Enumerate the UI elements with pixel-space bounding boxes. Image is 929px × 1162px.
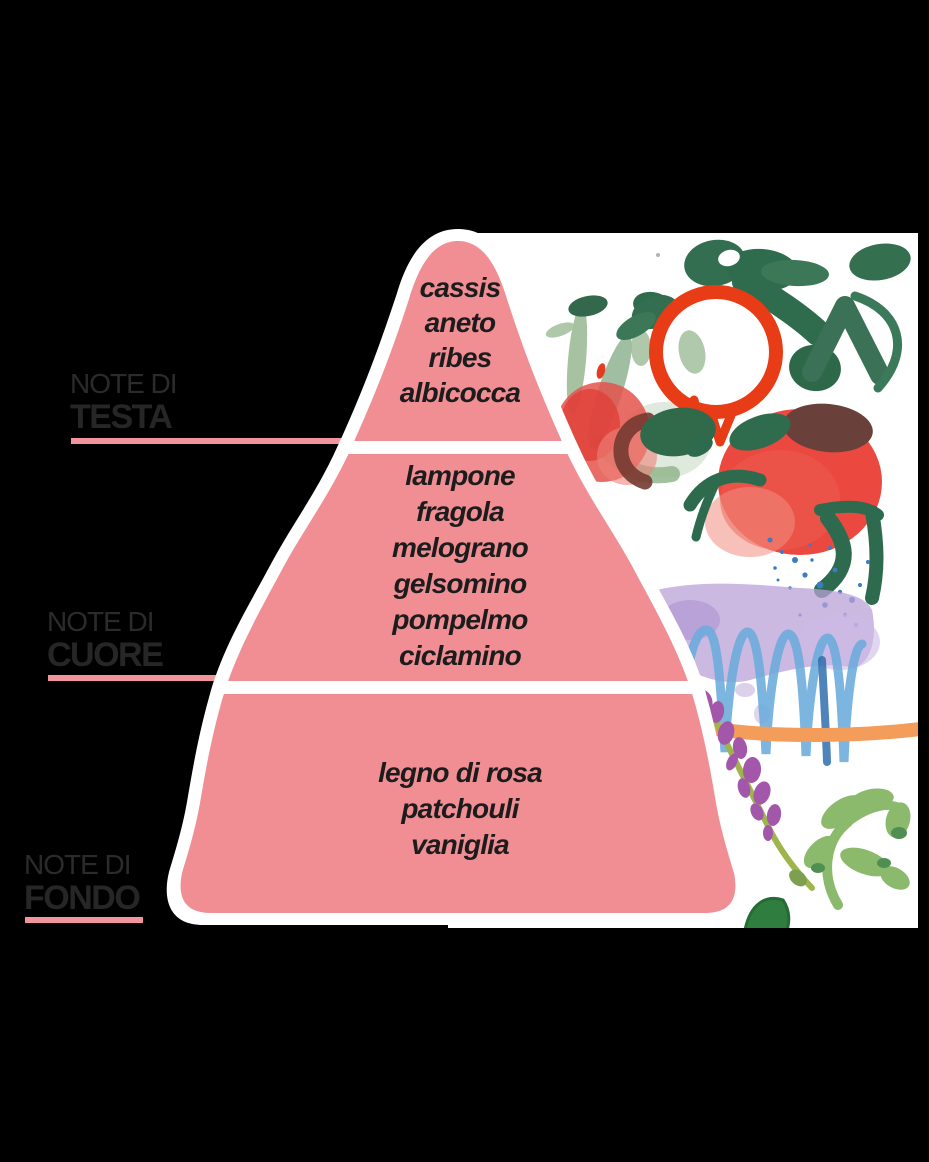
- lavender-sprig: [697, 687, 815, 891]
- note-item: patchouli: [401, 793, 519, 824]
- label-note-di-fondo: NOTE DI FONDO: [24, 849, 141, 917]
- fondo-underline: [25, 917, 143, 923]
- base-notes-list: legno di rosa patchouli vaniglia: [310, 755, 610, 863]
- label-line-cuore: CUORE: [47, 636, 164, 674]
- testa-underline: [71, 438, 355, 444]
- light-green-branch: [803, 788, 911, 910]
- note-item: legno di rosa: [378, 757, 543, 788]
- heart-notes-list: lampone fragola melograno gelsomino pomp…: [310, 458, 610, 674]
- watercolor-illustration: [545, 239, 918, 928]
- label-line-note-di: NOTE DI: [47, 606, 155, 637]
- note-item: vaniglia: [411, 829, 510, 860]
- note-item: gelsomino: [393, 568, 528, 599]
- label-note-di-testa: NOTE DI TESTA: [70, 368, 178, 436]
- note-item: melograno: [392, 532, 529, 563]
- green-calyx-leaves: [683, 437, 884, 605]
- label-line-fondo: FONDO: [24, 879, 141, 917]
- cuore-underline: [48, 675, 235, 681]
- label-line-testa: TESTA: [70, 398, 173, 436]
- note-item: fragola: [416, 496, 505, 527]
- note-item: lampone: [405, 460, 515, 491]
- note-item: cassis: [419, 272, 502, 303]
- note-item: albicocca: [399, 377, 521, 408]
- divider-cuore-fondo: [166, 681, 750, 694]
- note-item: ciclamino: [399, 640, 522, 671]
- pyramid-body: [180, 241, 736, 913]
- label-line-note-di: NOTE DI: [24, 849, 132, 880]
- label-note-di-cuore: NOTE DI CUORE: [47, 606, 164, 674]
- note-item: ribes: [428, 342, 493, 373]
- label-line-note-di: NOTE DI: [70, 368, 178, 399]
- top-notes-list: cassis aneto ribes albicocca: [310, 270, 610, 410]
- orange-stroke: [696, 720, 918, 742]
- red-fruit: [640, 403, 882, 557]
- blue-coil-scribble: [675, 625, 867, 766]
- dark-green-leaf: [743, 897, 791, 928]
- note-item: aneto: [424, 307, 496, 338]
- note-item: pompelmo: [392, 604, 528, 635]
